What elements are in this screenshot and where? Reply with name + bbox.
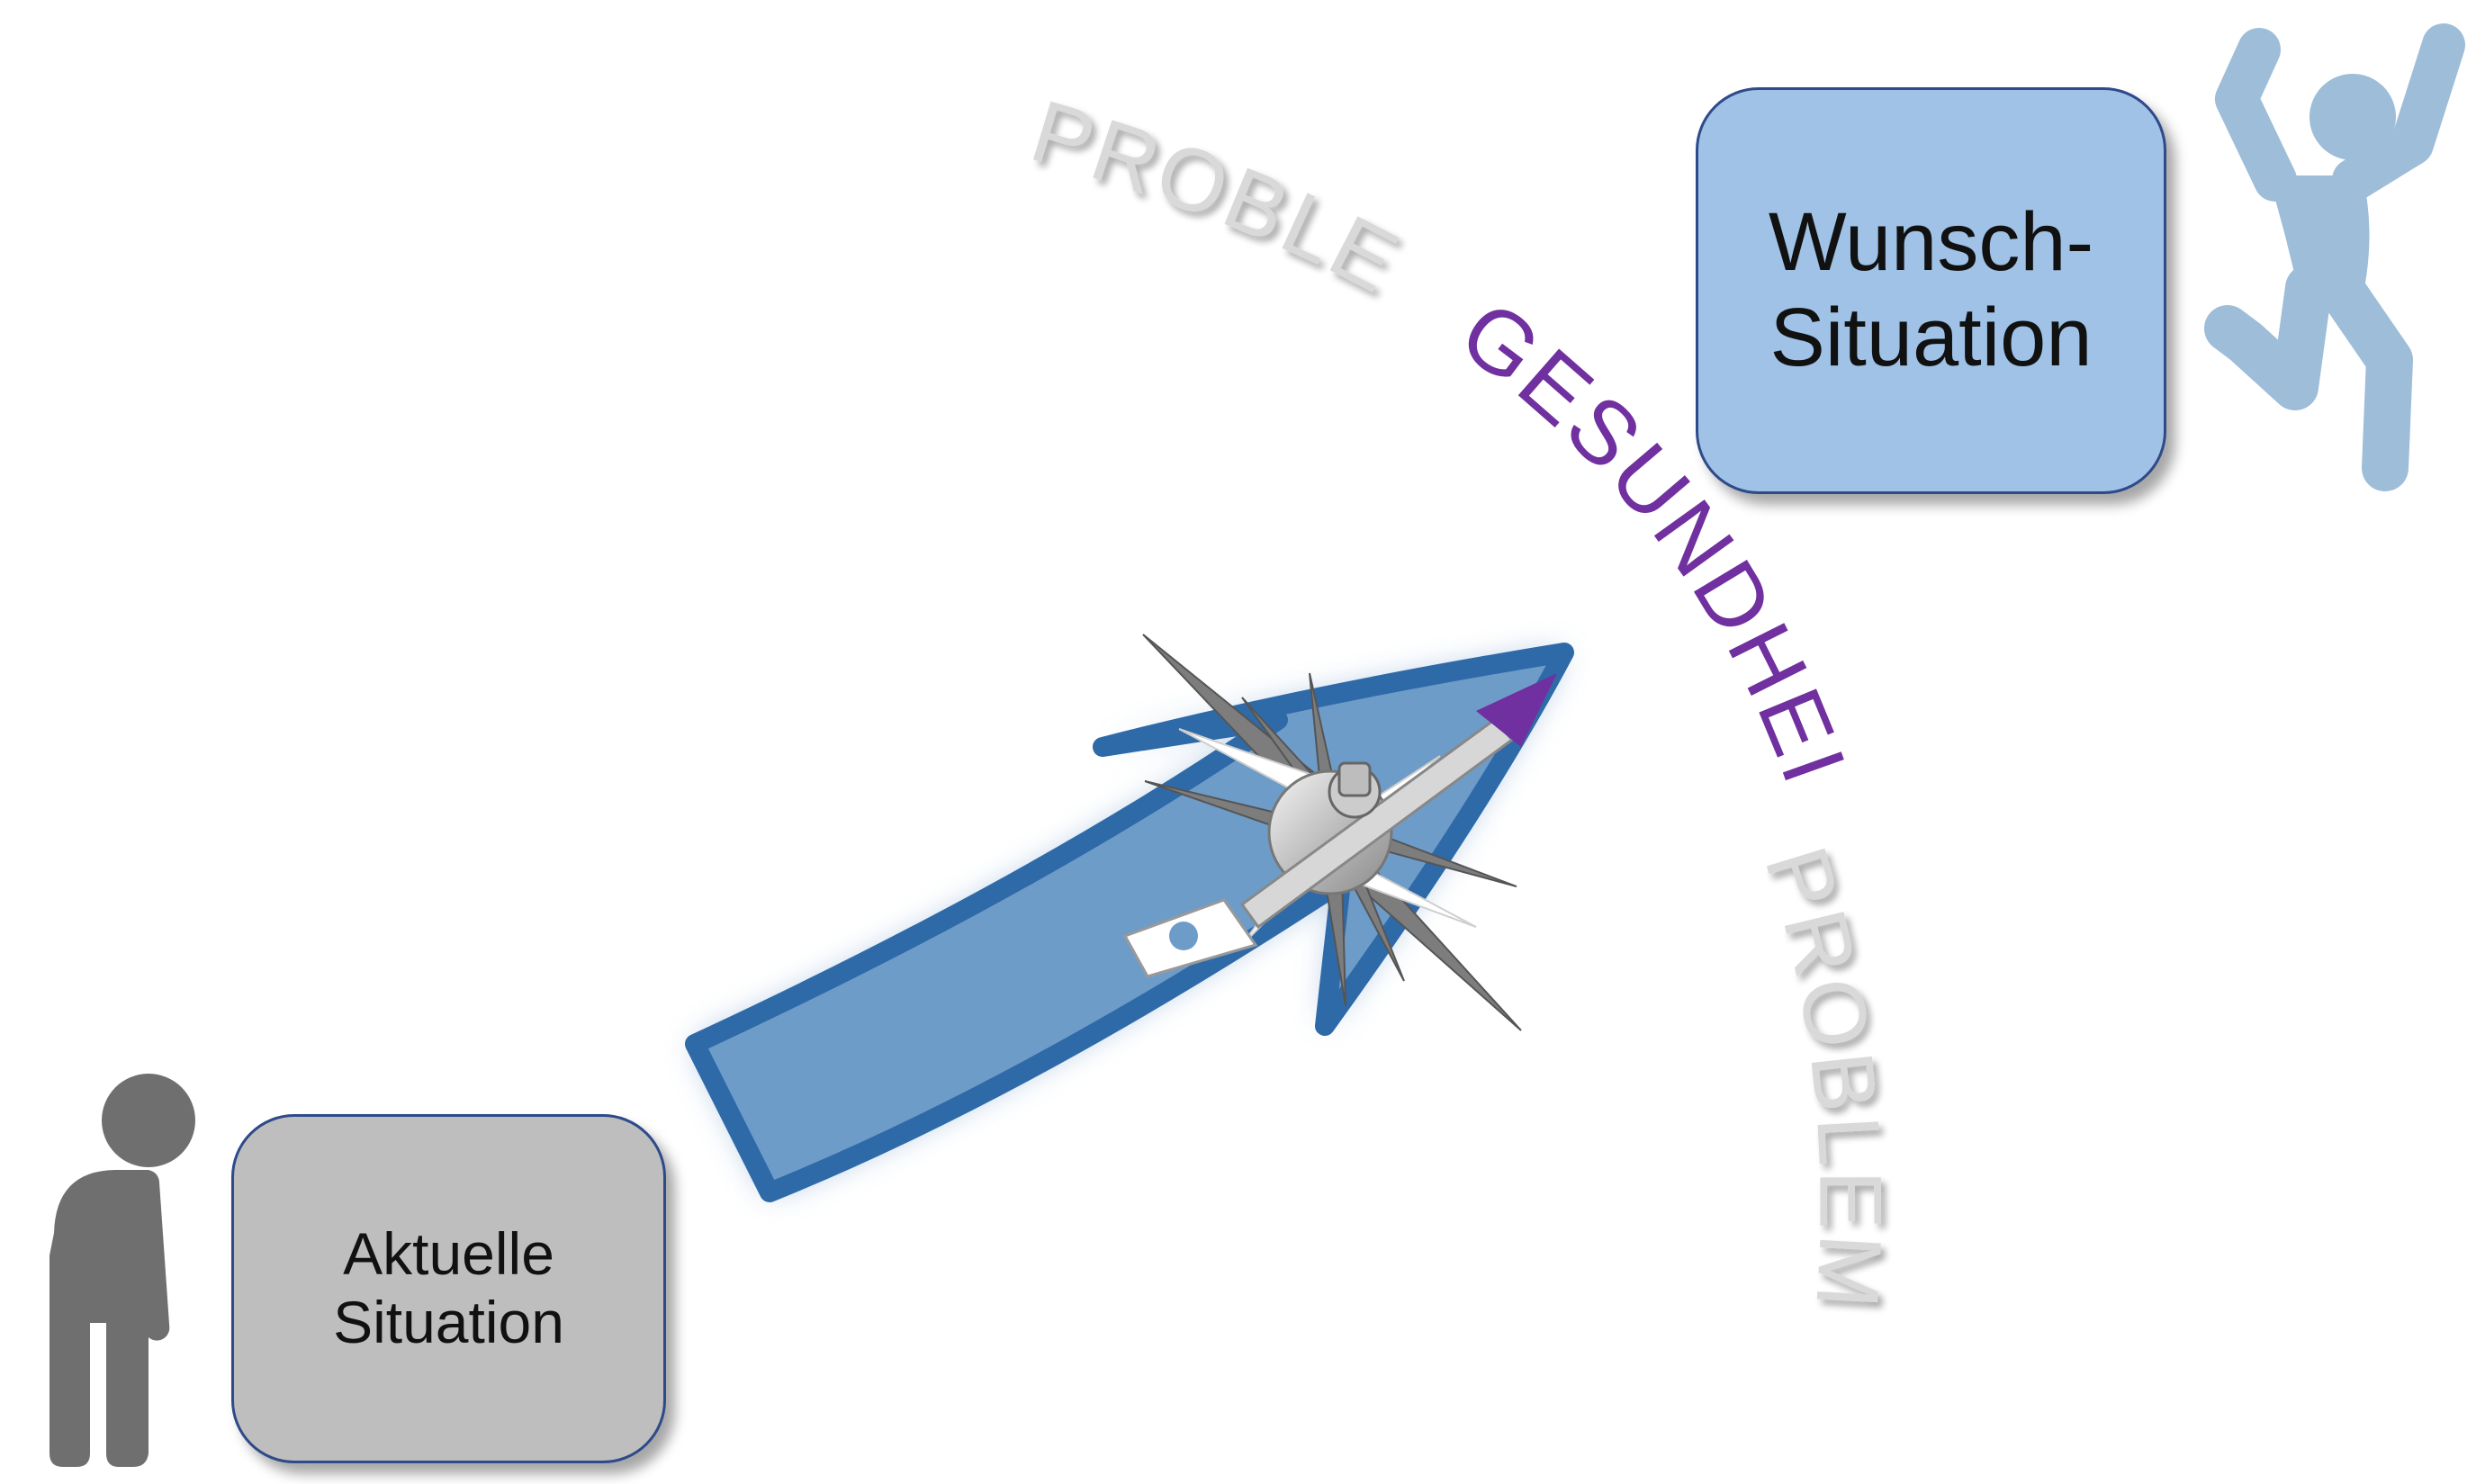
target-situation-line1: Wunsch- [1768, 196, 2094, 289]
sad-person-icon [50, 1074, 195, 1467]
health-label: GESUNDHEIT [0, 0, 1866, 798]
problem-top-label: PROBLEM [0, 0, 1416, 312]
target-situation-line2: Situation [1769, 292, 2093, 383]
problem-bottom-label: PROBLEM [1746, 836, 1900, 1315]
curved-arrow-icon [685, 643, 1574, 1202]
target-situation-box: Wunsch- Situation [1696, 87, 2166, 494]
jumping-person-icon [2204, 23, 2465, 491]
current-situation-box: Aktuelle Situation [231, 1114, 666, 1463]
compass-icon [1122, 634, 1557, 1031]
current-situation-line1: Aktuelle [343, 1220, 554, 1288]
current-situation-line2: Situation [333, 1289, 564, 1355]
